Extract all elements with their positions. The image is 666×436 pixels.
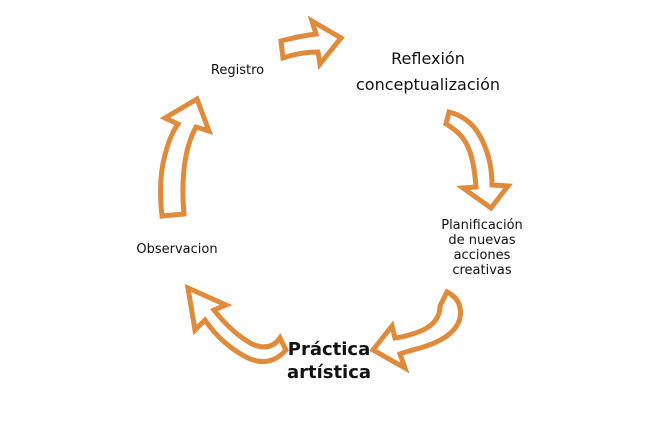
node-reflexion: Reflexión conceptualización: [340, 46, 516, 98]
node-observacion: Observacion: [118, 242, 236, 258]
node-practica: Práctica artística: [262, 338, 396, 384]
node-planificacion-line4: creativas: [452, 263, 512, 278]
arrow-reflexion-to-planificacion: [443, 108, 513, 212]
arrow-observacion-to-registro: [158, 95, 214, 219]
arrow-practica-to-observacion: [184, 283, 289, 365]
node-reflexion-line1: Reflexión: [391, 49, 465, 68]
node-planificacion-line1: Planificación: [441, 218, 523, 233]
node-planificacion-line3: acciones: [453, 248, 511, 263]
arrow-registro-to-reflexion: [278, 15, 345, 70]
arrow-planificacion-to-practica: [369, 288, 463, 374]
node-planificacion-line2: de nuevas: [448, 233, 516, 248]
node-registro: Registro: [190, 63, 285, 79]
node-planificacion: Planificación de nuevas acciones creativ…: [412, 218, 552, 278]
node-reflexion-line2: conceptualización: [355, 75, 500, 94]
node-practica-line2: artística: [286, 362, 372, 383]
node-practica-line1: Práctica: [287, 339, 371, 360]
node-registro-label: Registro: [210, 63, 265, 78]
node-observacion-label: Observacion: [136, 242, 218, 257]
